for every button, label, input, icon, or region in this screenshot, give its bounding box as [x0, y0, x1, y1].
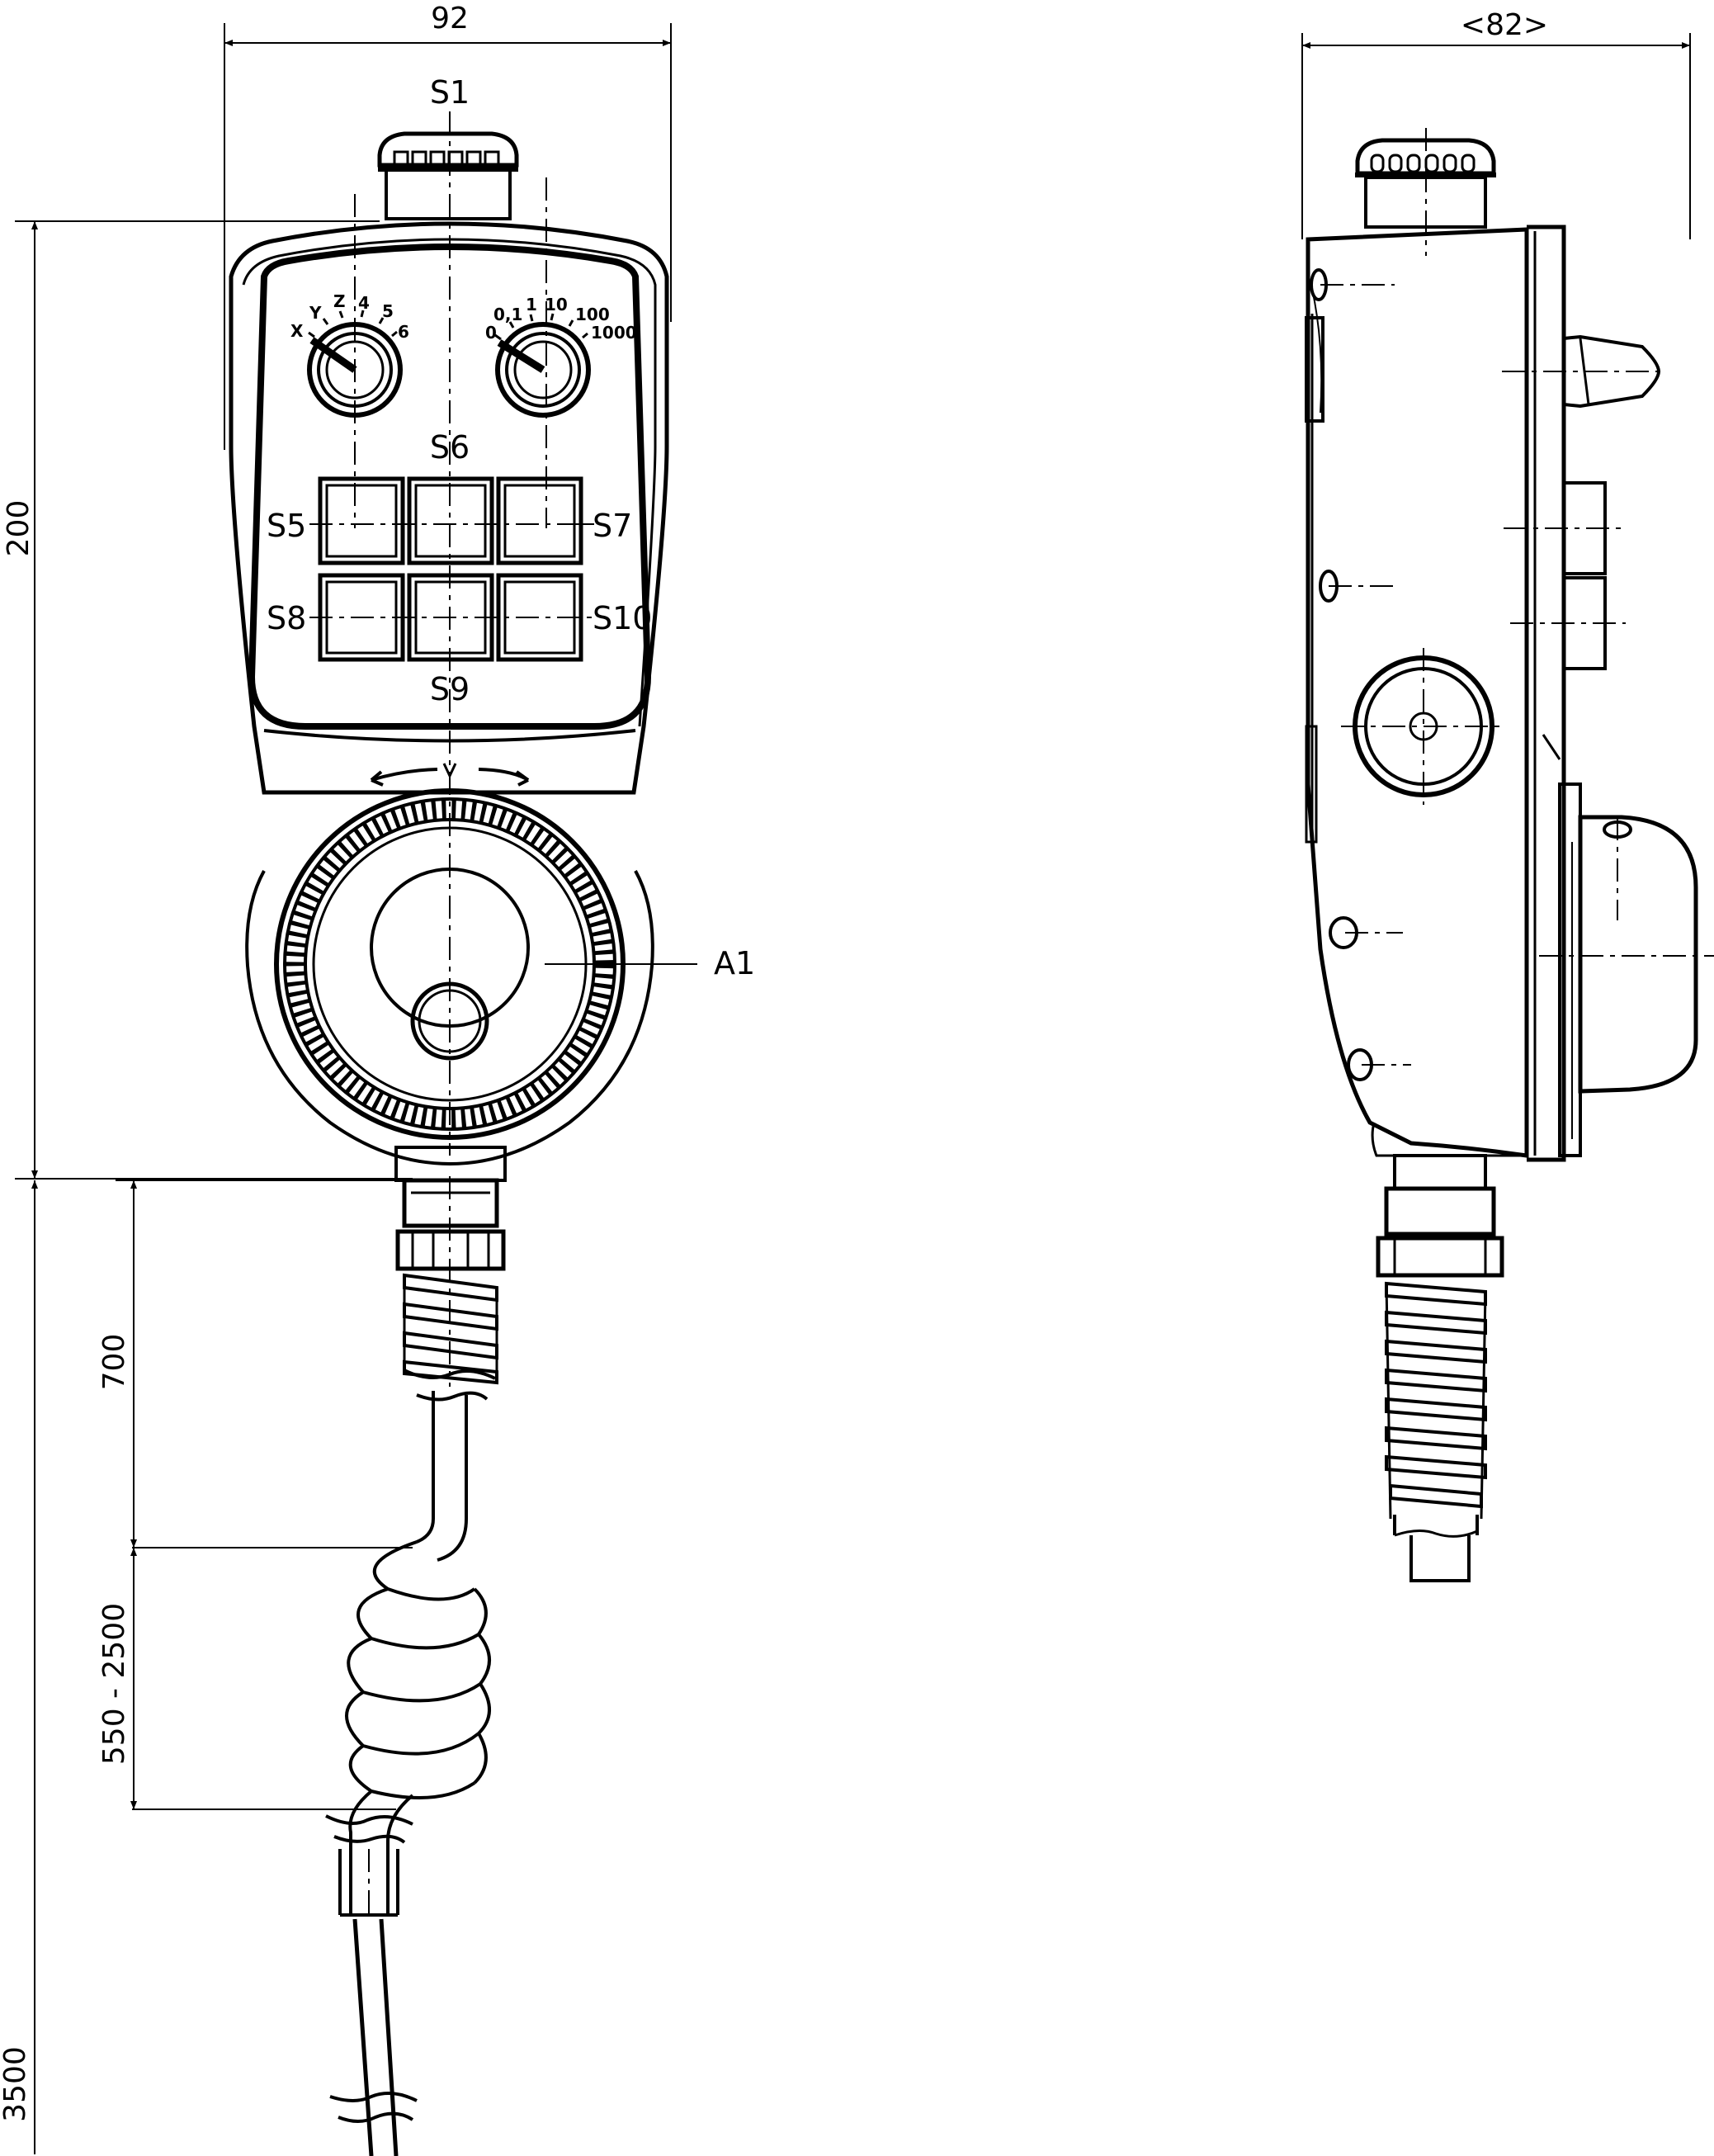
faceplate	[248, 243, 652, 730]
axis-label-z: Z	[333, 291, 346, 311]
axis-label-x: X	[290, 321, 304, 341]
emergency-stop-s1	[377, 131, 519, 220]
dim-width-side: <82>	[1461, 8, 1548, 42]
step-label-1: 1	[526, 295, 537, 314]
label-s8: S8	[267, 600, 306, 636]
center-lines-side	[1320, 128, 1714, 1066]
side-view	[1305, 128, 1714, 1582]
label-a1: A1	[714, 945, 755, 981]
front-view: X Y Z 4 5 6 0 0,1 1 10 100 1000	[229, 111, 669, 2156]
dim-height-body: 200	[2, 500, 35, 557]
label-leaders	[309, 523, 697, 965]
center-lines-front	[309, 111, 594, 1915]
label-s1: S1	[430, 74, 470, 111]
dim-cable-total: 3500	[0, 2046, 32, 2122]
axis-label-y: Y	[309, 303, 322, 323]
axis-label-5: 5	[382, 301, 394, 321]
dim-cable-coiled: 550 - 2500	[97, 1603, 131, 1765]
dim-width-front: 92	[431, 2, 469, 35]
housing-side	[1305, 225, 1566, 1162]
axis-label-6: 6	[398, 322, 409, 342]
cable-gland-side	[1376, 1154, 1504, 1582]
cable-front	[325, 1369, 496, 2156]
axis-label-4: 4	[358, 293, 370, 313]
step-label-0: 0	[485, 323, 497, 343]
step-label-100: 100	[575, 305, 610, 324]
step-label-1000: 1000	[591, 323, 637, 343]
label-s6: S6	[430, 429, 470, 466]
label-s7: S7	[593, 508, 632, 544]
side-handwheel	[1558, 782, 1698, 1157]
step-label-0-1: 0,1	[493, 305, 522, 324]
label-s9: S9	[430, 671, 470, 707]
step-label-10: 10	[545, 295, 568, 314]
dimension-lines	[15, 23, 1691, 2154]
dim-cable-straight: 700	[97, 1334, 131, 1391]
label-s10: S10	[593, 600, 652, 636]
side-buttons	[1562, 481, 1607, 670]
cable-gland-front	[394, 1146, 507, 1385]
step-selector-knob	[494, 313, 591, 418]
label-s5: S5	[267, 508, 306, 544]
